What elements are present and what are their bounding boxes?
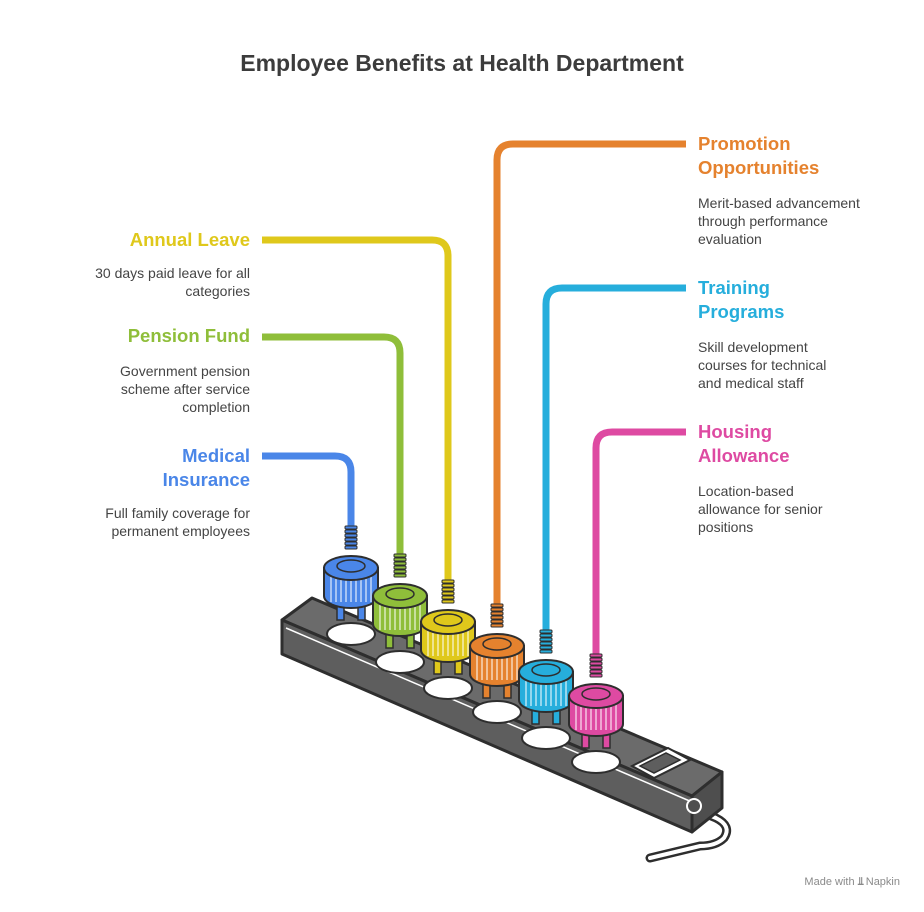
page-title: Employee Benefits at Health Department <box>240 50 684 76</box>
plug-group <box>323 525 624 749</box>
benefit-description-training-programs: Skill development courses for technical … <box>698 339 827 391</box>
watermark: Made with⫫Napkin <box>804 876 900 889</box>
plug-icon <box>518 629 574 725</box>
benefit-label-housing-allowance: Housing Allowance <box>698 421 790 466</box>
benefit-description-housing-allowance: Location-based allowance for senior posi… <box>698 483 823 535</box>
watermark-brand: Napkin <box>865 876 900 888</box>
benefit-label-pension-fund: Pension Fund <box>127 325 250 346</box>
socket-promotion-opportunities <box>472 700 522 724</box>
socket-medical-insurance <box>326 622 376 646</box>
socket-housing-allowance <box>571 750 621 774</box>
cable-pension-fund <box>262 333 404 554</box>
benefit-label-training-programs: Training Programs <box>698 277 785 322</box>
socket-training-programs <box>521 726 571 750</box>
benefit-description-annual-leave: 30 days paid leave for all categories <box>95 265 250 299</box>
plug-icon <box>420 579 476 675</box>
switch-icon <box>629 746 693 780</box>
socket-pension-fund <box>375 650 425 674</box>
plug-icon <box>323 525 379 621</box>
benefit-label-annual-leave: Annual Leave <box>129 229 250 250</box>
cable-housing-allowance <box>592 428 686 654</box>
cable-training-programs <box>542 284 686 630</box>
benefit-description-medical-insurance: Full family coverage for permanent emplo… <box>105 505 250 539</box>
plug-icon <box>469 603 525 699</box>
cable-annual-leave <box>262 236 452 580</box>
socket-annual-leave <box>423 676 473 700</box>
benefit-label-promotion-opportunities: Promotion Opportunities <box>698 133 820 178</box>
plug-icon <box>568 653 624 749</box>
benefit-description-promotion-opportunities: Merit-based advancement through performa… <box>698 195 860 247</box>
benefit-label-medical-insurance: Medical Insurance <box>162 445 250 490</box>
benefit-description-pension-fund: Government pension scheme after service … <box>120 363 250 415</box>
plug-icon <box>372 553 428 649</box>
cable-promotion-opportunities <box>493 140 686 604</box>
napkin-logo-icon: ⫫ <box>857 876 864 888</box>
watermark-prefix: Made with <box>804 876 855 888</box>
socket-group <box>326 622 621 774</box>
cable-group <box>262 140 686 654</box>
cable-medical-insurance <box>262 452 355 526</box>
